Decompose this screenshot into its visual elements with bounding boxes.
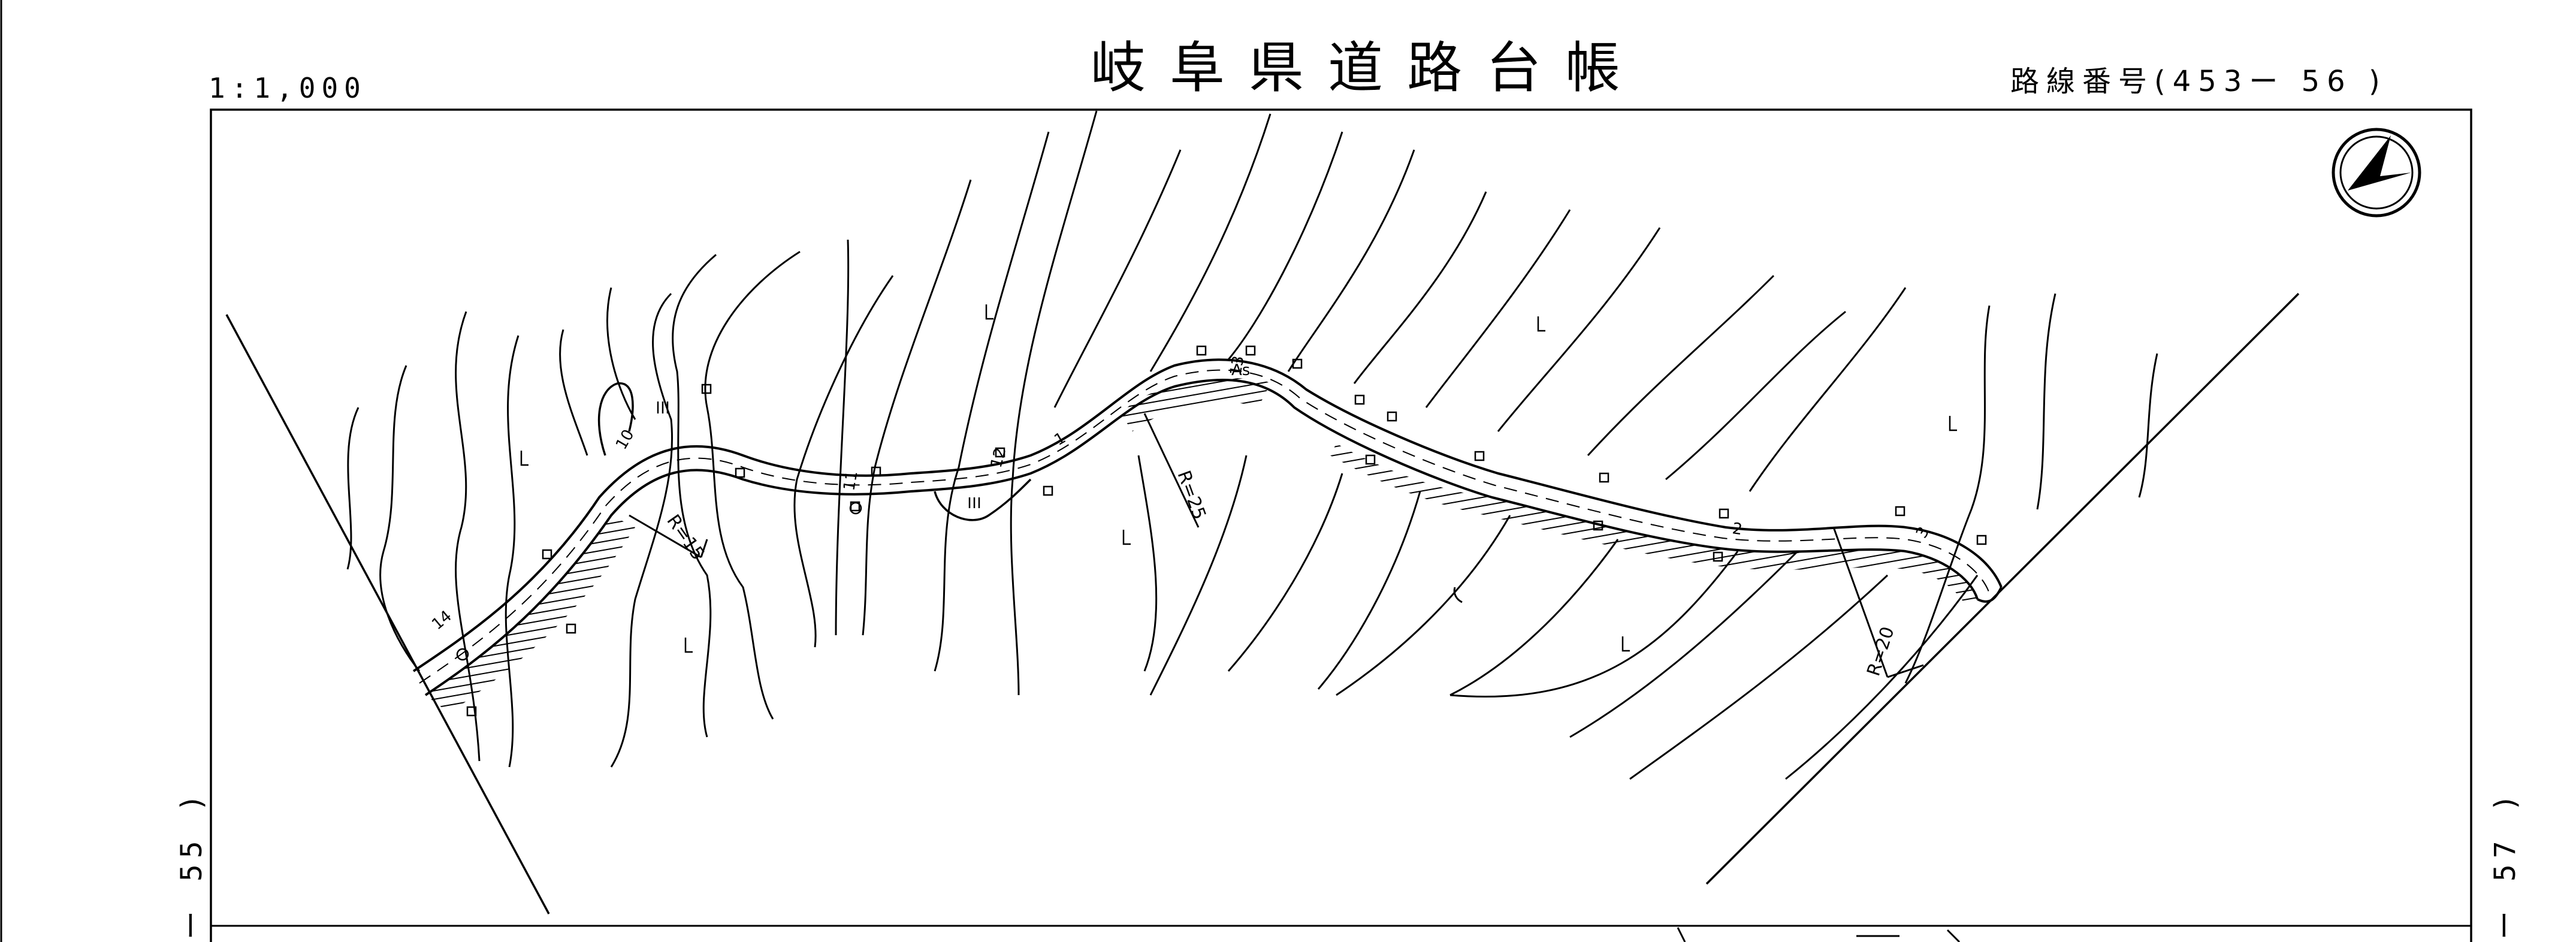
station-label-11: 11 (840, 469, 861, 492)
lower-panel-fragment (1677, 927, 1961, 942)
pavement-label: As (1231, 361, 1250, 379)
slope-hatch-east (1330, 443, 1977, 605)
side-road-bump-1 (934, 478, 1032, 521)
road (412, 358, 2003, 713)
slope-hatch-west (425, 515, 635, 713)
station-label-14: 14 (428, 607, 455, 633)
slope-hatch-center (1121, 378, 1270, 431)
contour-lines (346, 110, 2158, 780)
radius-label-center: R=25 (1173, 468, 1210, 523)
map-frame (210, 108, 2472, 942)
road-centerline (419, 369, 1990, 684)
side-road-bump-2 (597, 382, 634, 456)
sheet-title: 岐阜県道路台帳 (1091, 36, 1645, 100)
orientation-mark-icon (2332, 128, 2421, 218)
scale-label: 1:1,000 (209, 72, 367, 104)
sheet-frame (0, 0, 2472, 942)
station-label-12: 12 (987, 446, 1010, 470)
radius-label-west: R=15 (662, 511, 708, 564)
road-edge-upper (412, 358, 2003, 672)
station-label-3: 3 (1913, 524, 1933, 541)
radius-label-east: R=20 (1863, 624, 1898, 679)
vegetation-symbols (520, 304, 1957, 653)
road-end-curve (1977, 587, 2003, 603)
radius-labels: R=15 R=25 R=20 (662, 468, 1898, 679)
station-label-2: 2 (1731, 520, 1744, 539)
road-edge-lower (424, 379, 1979, 696)
station-label-13: 13 (1227, 354, 1248, 377)
station-label-10: 10 (612, 427, 638, 453)
route-number: 路線番号(453ー 56 ) (2010, 65, 2387, 98)
benchmark-markers (456, 345, 1987, 717)
right-boundary-line (1705, 292, 2300, 885)
dimension-lines (629, 413, 1924, 678)
